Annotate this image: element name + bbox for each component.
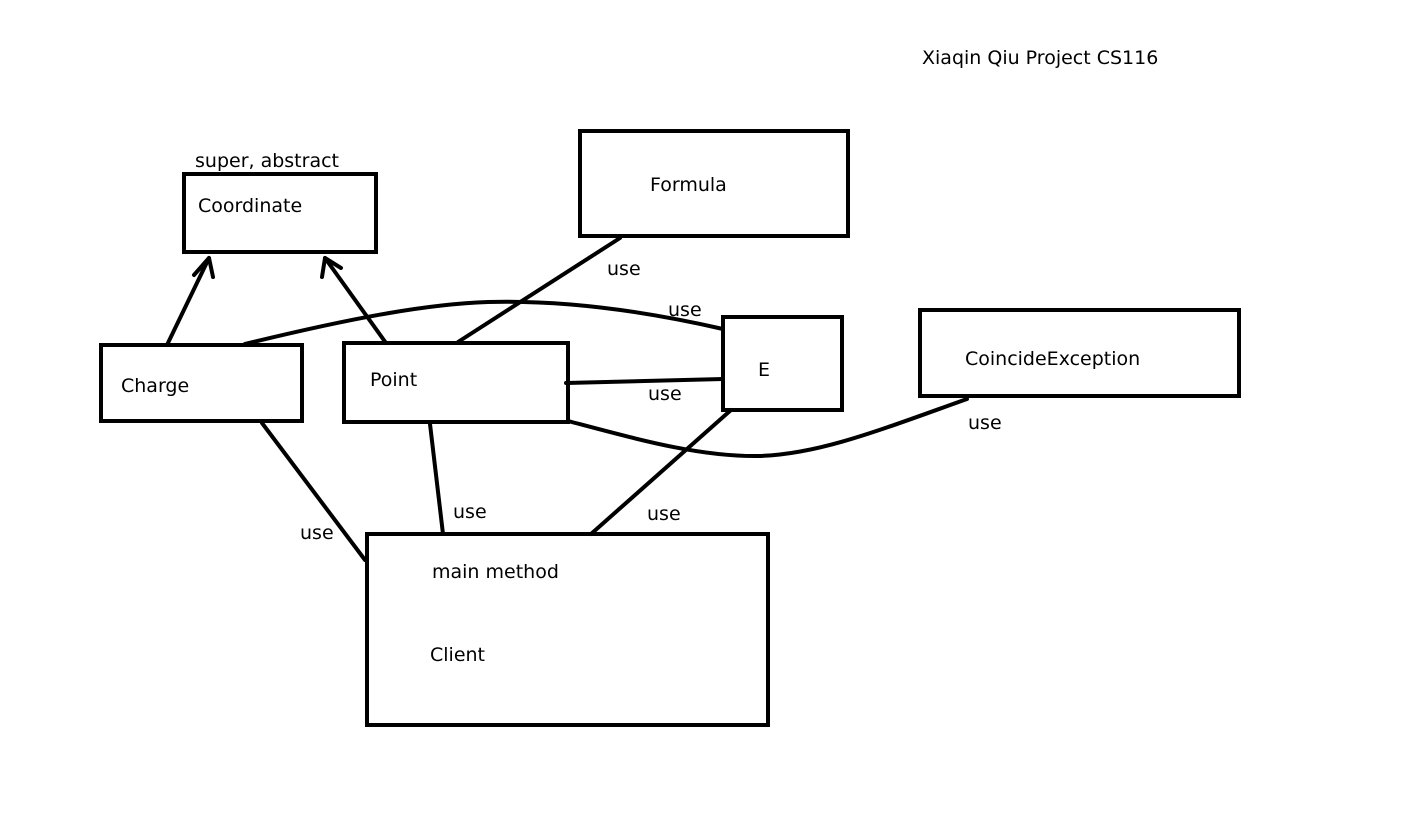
class-name-client: Client	[430, 644, 486, 666]
formula-point-line	[456, 236, 622, 344]
point-coincide-line	[566, 397, 969, 459]
class-name-charge: Charge	[121, 375, 190, 397]
class-box-coordinate	[182, 172, 378, 254]
class-name-point: Point	[370, 369, 418, 391]
point-inherits-arrowhead	[320, 256, 343, 279]
diagram-title: Xiaqin Qiu Project CS116	[922, 47, 1159, 69]
charge-inherits-coordinate-line	[165, 256, 211, 347]
use-label-point-e: use	[648, 383, 682, 405]
use-label-e-client: use	[647, 503, 681, 525]
charge-e-line	[243, 299, 725, 346]
class-box-formula	[578, 129, 850, 238]
class-name-coordinate: Coordinate	[198, 195, 303, 217]
point-inherits-coordinate-line	[323, 256, 388, 345]
coordinate-stereotype: super, abstract	[195, 150, 339, 172]
charge-client-line	[260, 421, 367, 562]
use-label-charge-e: use	[668, 299, 702, 321]
class-box-coincide-exception	[918, 308, 1241, 398]
class-box-client	[365, 532, 770, 727]
class-box-charge	[99, 343, 304, 423]
charge-inherits-arrowhead	[192, 256, 215, 279]
class-box-e	[721, 315, 844, 412]
point-client-line	[428, 422, 445, 536]
use-label-formula-point: use	[607, 258, 641, 280]
point-e-line	[564, 377, 725, 385]
client-method-label: main method	[432, 561, 559, 583]
use-label-point-coincide: use	[968, 412, 1002, 434]
class-name-coincide-exception: CoincideException	[965, 348, 1141, 370]
class-box-point	[342, 341, 570, 424]
class-name-e: E	[758, 359, 771, 381]
use-label-charge-client: use	[300, 522, 334, 544]
use-label-point-client: use	[453, 501, 487, 523]
class-name-formula: Formula	[650, 174, 727, 196]
e-client-line	[589, 408, 733, 536]
